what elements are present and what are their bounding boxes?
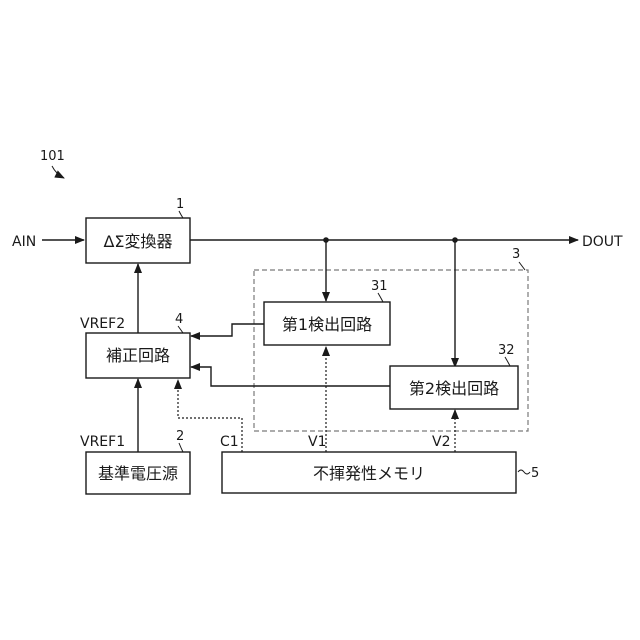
c1-label: C1 bbox=[220, 434, 239, 450]
detect2-ref-leader bbox=[505, 357, 510, 366]
ain-label: AIN bbox=[12, 234, 36, 250]
vref-source-ref: 2 bbox=[176, 429, 184, 444]
vref-source-ref-leader bbox=[179, 443, 183, 452]
v2-label: V2 bbox=[432, 434, 450, 450]
correction-ref-leader bbox=[178, 326, 183, 333]
detect2-to-correction-wire bbox=[191, 367, 390, 386]
detect2-ref: 32 bbox=[498, 343, 515, 358]
detect1-to-correction-wire bbox=[191, 324, 264, 336]
adc-label: ΔΣ変換器 bbox=[103, 232, 172, 251]
nvm-label: 不揮発性メモリ bbox=[313, 464, 425, 483]
detect-group-ref: 3 bbox=[512, 247, 520, 262]
nvm-ref-leader bbox=[518, 470, 530, 474]
nvm-ref: 5 bbox=[531, 466, 539, 481]
v1-label: V1 bbox=[308, 434, 326, 450]
figure-ref-101: 101 bbox=[40, 149, 65, 164]
detect-group-ref-leader bbox=[519, 262, 525, 270]
correction-label: 補正回路 bbox=[106, 346, 170, 365]
dout-label: DOUT bbox=[582, 234, 623, 250]
vref1-label: VREF1 bbox=[80, 434, 125, 450]
figure-ref-leader bbox=[52, 166, 64, 178]
adc-ref: 1 bbox=[176, 197, 184, 212]
detect2-label: 第2検出回路 bbox=[409, 379, 499, 398]
adc-ref-leader bbox=[179, 211, 183, 218]
vref2-label: VREF2 bbox=[80, 316, 125, 332]
vref-source-label: 基準電圧源 bbox=[98, 464, 178, 483]
correction-ref: 4 bbox=[175, 312, 183, 327]
detect1-ref-leader bbox=[378, 293, 383, 302]
detect1-label: 第1検出回路 bbox=[282, 315, 372, 334]
detect1-ref: 31 bbox=[371, 279, 388, 294]
